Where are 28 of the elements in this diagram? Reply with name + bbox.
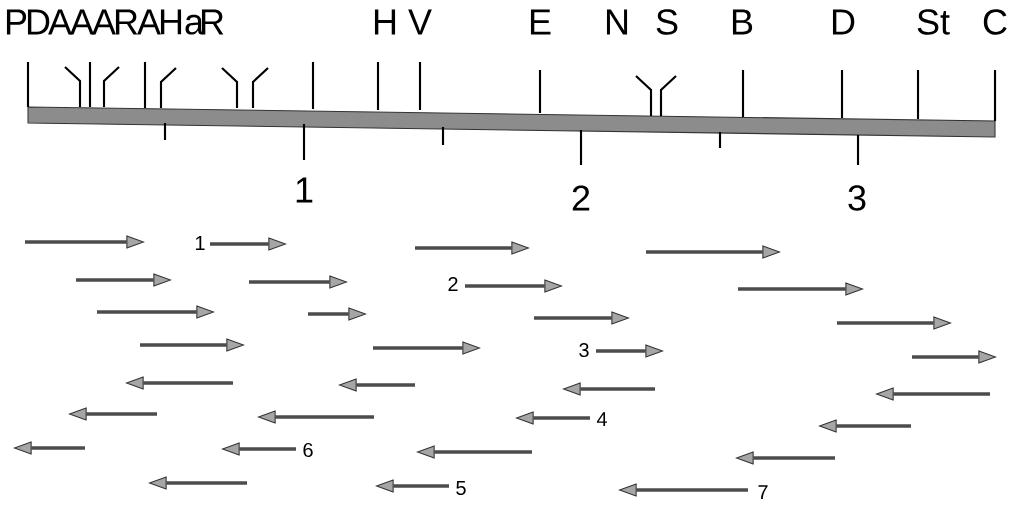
site-label: E: [530, 9, 551, 35]
read-number: 3: [579, 342, 589, 358]
scale-number: 1: [296, 177, 313, 203]
scale-number: 3: [848, 185, 866, 211]
read-number: 6: [303, 442, 313, 458]
site-label: P: [6, 9, 27, 35]
site-label: B: [732, 9, 753, 35]
read-number: 2: [448, 277, 458, 291]
site-label: N: [606, 9, 628, 35]
scale-number: 2: [572, 185, 590, 211]
site-label: A: [70, 9, 94, 35]
site-label: St: [917, 9, 950, 35]
site-label: S: [656, 9, 678, 35]
site-label: D: [832, 9, 855, 35]
site-label: D: [27, 9, 50, 35]
site-label: A: [48, 9, 72, 35]
site-label: R: [115, 9, 138, 35]
read-number: 4: [596, 412, 607, 426]
read-number: 7: [758, 485, 768, 499]
site-label: R: [201, 9, 224, 35]
site-label: A: [92, 9, 116, 35]
site-label: A: [137, 9, 161, 35]
site-label: C: [983, 9, 1007, 35]
site-label: Ha: [160, 9, 204, 35]
site-label: H: [374, 9, 396, 35]
site-label: V: [408, 9, 432, 35]
read-number: 1: [195, 236, 205, 250]
read-number: 5: [456, 481, 466, 495]
